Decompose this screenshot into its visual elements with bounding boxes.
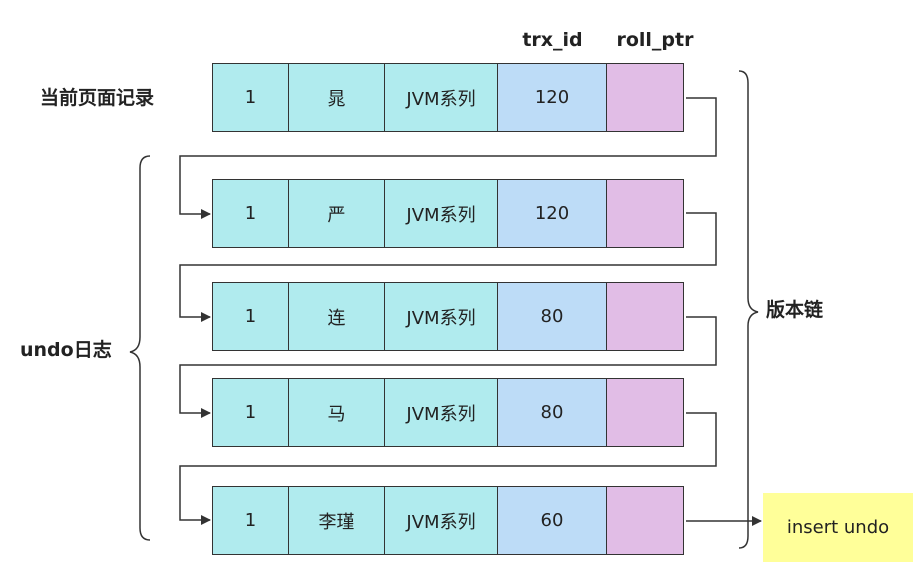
trx-id-cell: 60: [496, 486, 608, 555]
id-value: 1: [244, 510, 257, 531]
version-chain-label: 版本链: [766, 299, 824, 321]
trx-id-value: 120: [534, 87, 570, 108]
insert-undo-label: insert undo: [786, 517, 890, 538]
current-record-row: 1 晁 JVM系列 120: [212, 63, 686, 132]
name-value: 严: [327, 204, 346, 226]
name-value: 晁: [327, 88, 346, 110]
column-cell: JVM系列: [384, 486, 498, 555]
id-value: 1: [244, 203, 257, 224]
roll-ptr-cell: [606, 63, 684, 132]
roll-ptr-cell: [606, 378, 684, 447]
column-value: JVM系列: [406, 88, 476, 110]
id-cell: 1: [212, 378, 289, 447]
undo-log-brace: [129, 155, 151, 541]
roll-ptr-link-1: [179, 97, 717, 219]
trx-id-header: trx_id: [522, 29, 583, 51]
trx-id-cell: 80: [496, 282, 608, 351]
undo-record-row: 1 马 JVM系列 80: [212, 378, 686, 447]
insert-undo-box: insert undo: [763, 493, 913, 562]
undo-record-row: 1 李瑾 JVM系列 60: [212, 486, 686, 555]
undo-log-label: undo日志: [20, 339, 112, 361]
column-value: JVM系列: [406, 204, 476, 226]
column-cell: JVM系列: [384, 378, 498, 447]
column-cell: JVM系列: [384, 179, 498, 248]
roll-ptr-header: roll_ptr: [616, 29, 694, 51]
trx-id-value: 60: [540, 510, 564, 531]
column-value: JVM系列: [406, 307, 476, 329]
name-cell: 晁: [287, 63, 386, 132]
column-value: JVM系列: [406, 511, 476, 533]
roll-ptr-link-2: [179, 212, 717, 322]
id-cell: 1: [212, 282, 289, 351]
id-cell: 1: [212, 179, 289, 248]
roll-ptr-cell: [606, 282, 684, 351]
name-cell: 连: [287, 282, 386, 351]
name-value: 连: [327, 307, 346, 329]
name-cell: 马: [287, 378, 386, 447]
column-cell: JVM系列: [384, 282, 498, 351]
name-cell: 严: [287, 179, 386, 248]
undo-record-row: 1 连 JVM系列 80: [212, 282, 686, 351]
trx-id-cell: 120: [496, 63, 608, 132]
name-value: 马: [327, 403, 346, 425]
roll-ptr-link-4: [179, 412, 717, 525]
trx-id-value: 80: [540, 402, 564, 423]
name-value: 李瑾: [318, 511, 355, 533]
current-record-label: 当前页面记录: [40, 87, 155, 109]
roll-ptr-cell: [606, 179, 684, 248]
column-cell: JVM系列: [384, 63, 498, 132]
roll-ptr-cell: [606, 486, 684, 555]
trx-id-cell: 80: [496, 378, 608, 447]
version-chain-brace: [738, 70, 759, 549]
roll-ptr-link-3: [179, 316, 717, 418]
id-cell: 1: [212, 486, 289, 555]
trx-id-value: 80: [540, 306, 564, 327]
id-value: 1: [244, 402, 257, 423]
id-value: 1: [244, 87, 257, 108]
column-value: JVM系列: [406, 403, 476, 425]
undo-record-row: 1 严 JVM系列 120: [212, 179, 686, 248]
trx-id-value: 120: [534, 203, 570, 224]
id-value: 1: [244, 306, 257, 327]
